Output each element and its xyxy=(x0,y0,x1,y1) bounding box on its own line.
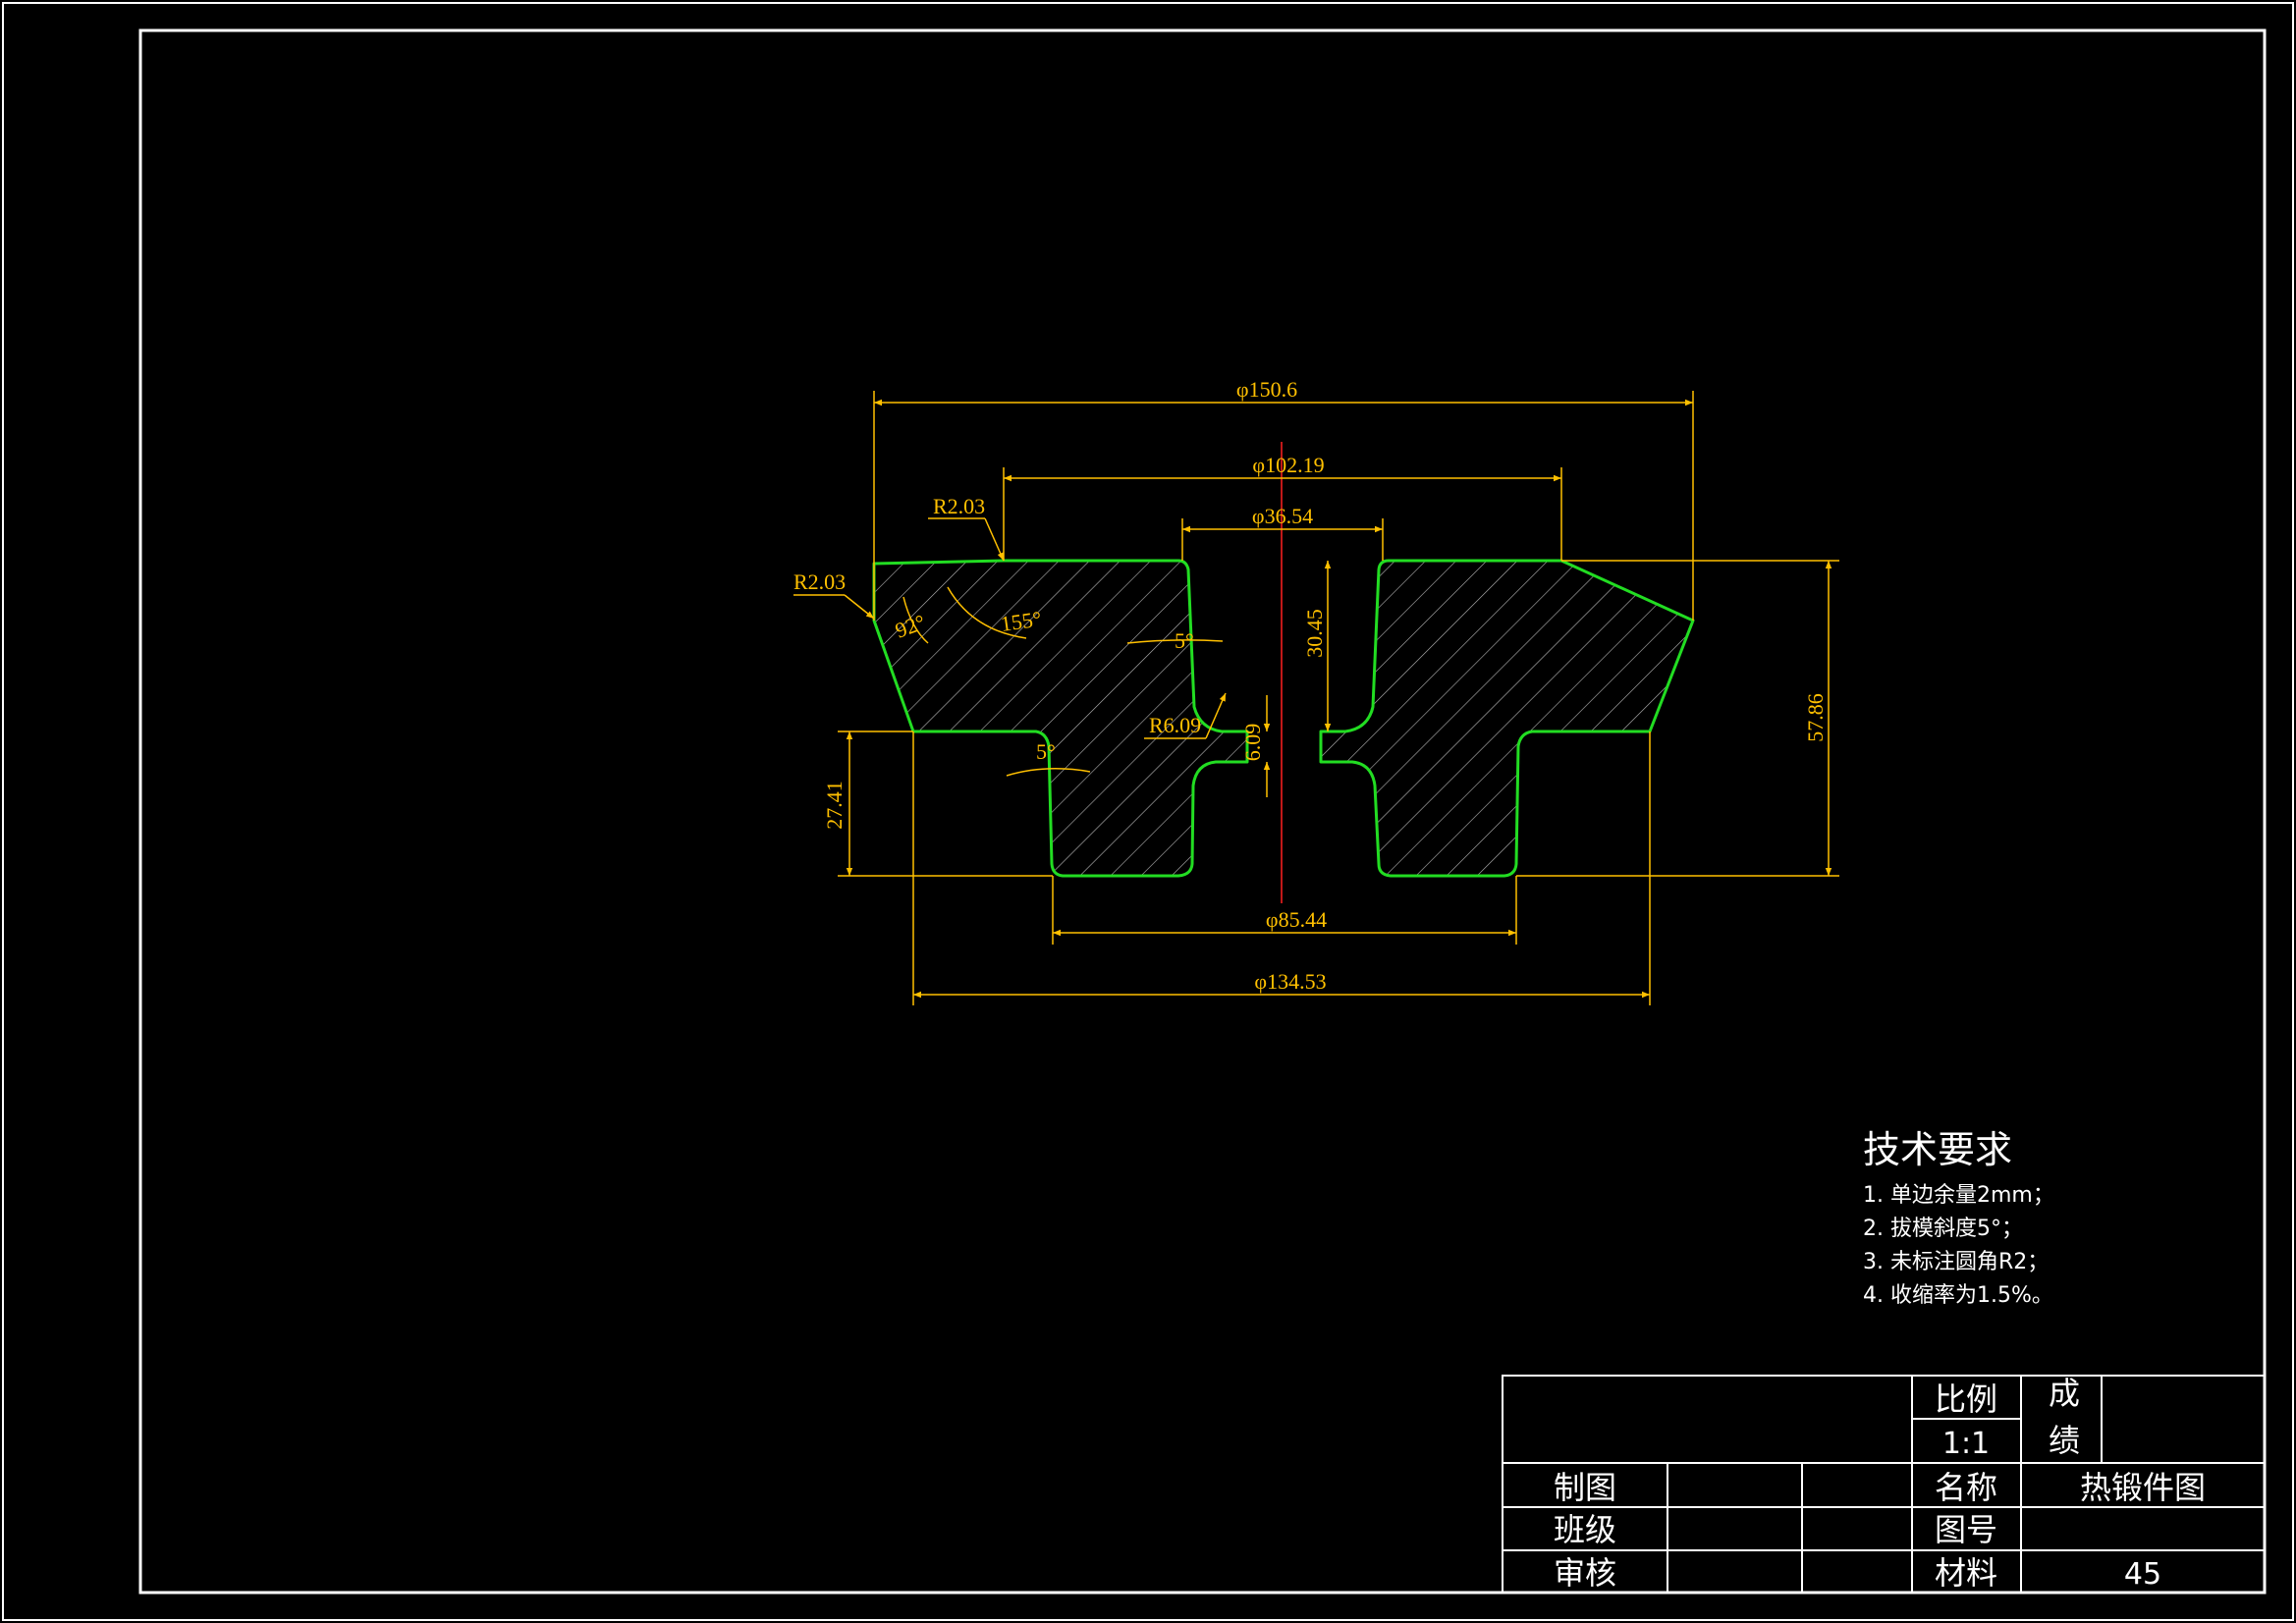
review-label: 审核 xyxy=(1554,1554,1616,1592)
dim-label-r-web: R6.09 xyxy=(1149,713,1201,737)
dim-label-base: φ134.53 xyxy=(1254,969,1326,994)
dim-label-r-left: R2.03 xyxy=(793,569,846,594)
dim-label-recess-depth: 30.45 xyxy=(1302,609,1327,658)
material-label: 材料 xyxy=(1935,1554,1997,1592)
drawing-no-label: 图号 xyxy=(1935,1511,1997,1548)
dim-label-outer-top: φ150.6 xyxy=(1236,377,1297,402)
technical-notes: 技术要求 1. 单边余量2mm； 2. 拔模斜度5°； 3. 未标注圆角R2； … xyxy=(1863,1128,2054,1308)
dim-label-bore: φ36.54 xyxy=(1252,504,1313,528)
arc-92 xyxy=(902,596,929,644)
leader-r-left xyxy=(844,594,875,620)
leader-r-web xyxy=(1205,692,1227,739)
title-block-frame xyxy=(1502,1375,2266,1594)
dim-label-draft-lower: 5° xyxy=(1036,739,1056,764)
dimension-lines xyxy=(793,391,1839,1005)
title-block xyxy=(1502,1375,2266,1594)
arc-155 xyxy=(947,586,1027,639)
leader-r-top xyxy=(984,517,1005,562)
arc-draft-upper xyxy=(1126,639,1224,644)
dim-label-r-top: R2.03 xyxy=(933,494,985,518)
inner-border xyxy=(138,28,2267,1595)
dim-label-top-flat: φ102.19 xyxy=(1252,453,1324,477)
drawn-label: 制图 xyxy=(1554,1469,1616,1506)
notes-item-3: 3. 未标注圆角R2； xyxy=(1863,1250,2049,1274)
notes-item-4: 4. 收缩率为1.5%。 xyxy=(1863,1283,2053,1308)
forging-section xyxy=(872,559,1695,878)
arc-draft-lower xyxy=(1006,768,1091,777)
grade-label-1: 成 xyxy=(2049,1375,2080,1412)
notes-item-2: 2. 拔模斜度5°； xyxy=(1863,1217,2023,1241)
dim-label-hub: φ85.44 xyxy=(1266,907,1327,932)
dim-label-total-height: 57.86 xyxy=(1803,693,1828,742)
section-left-half xyxy=(872,559,1249,878)
material-value: 45 xyxy=(2124,1557,2161,1592)
name-label: 名称 xyxy=(1935,1469,1997,1506)
dim-label-web: 6.09 xyxy=(1240,724,1265,762)
dim-label-draft-upper: 5° xyxy=(1175,628,1194,653)
class-label: 班级 xyxy=(1554,1511,1616,1548)
notes-item-1: 1. 单边余量2mm； xyxy=(1863,1183,2054,1208)
scale-label: 比例 xyxy=(1935,1380,1997,1418)
grade-label-2: 绩 xyxy=(2049,1422,2080,1459)
notes-title: 技术要求 xyxy=(1863,1128,2012,1171)
dim-label-hub-height: 27.41 xyxy=(822,781,847,830)
dim-label-angle-155: 155° xyxy=(999,606,1043,636)
name-value: 热锻件图 xyxy=(2080,1469,2206,1506)
scale-value: 1:1 xyxy=(1942,1427,1990,1461)
title-block-text: 比例 1:1 成 绩 制图 班级 审核 名称 热锻件图 图号 材料 45 xyxy=(1554,1375,2206,1592)
section-right-half xyxy=(1319,559,1695,878)
dimension-labels: φ150.6 φ102.19 φ36.54 φ85.44 φ134.53 R2.… xyxy=(793,377,1828,994)
